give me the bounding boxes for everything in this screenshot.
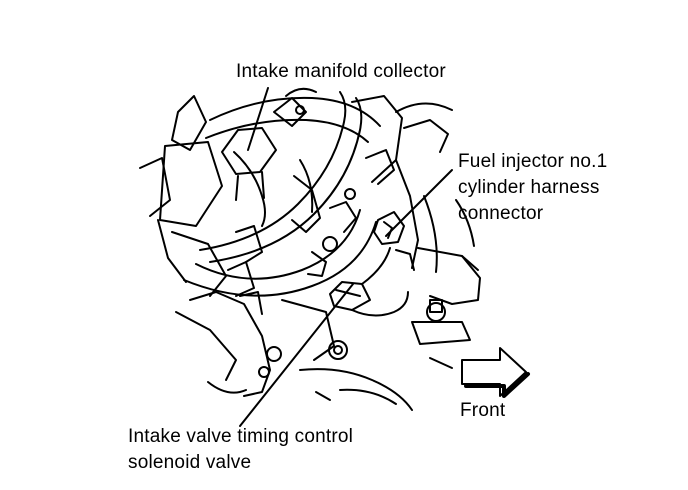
- label-fuel-injector-line-3: connector: [458, 203, 544, 224]
- leader-injector: [385, 169, 453, 237]
- label-fuel-injector-line-2: cylinder harness: [458, 177, 600, 198]
- label-ivtc-line-1: Intake valve timing control: [128, 426, 354, 447]
- leader-ivtc: [239, 283, 354, 427]
- engine-linework: [139, 87, 481, 411]
- leader-collector: [247, 87, 269, 151]
- label-ivtc-line-2: solenoid valve: [128, 452, 252, 473]
- label-front: Front: [460, 400, 506, 421]
- label-fuel-injector-connector: Fuel injector no.1 cylinder harness conn…: [458, 149, 607, 227]
- label-intake-manifold-collector: Intake manifold collector: [236, 61, 446, 82]
- label-fuel-injector-line-1: Fuel injector no.1: [458, 151, 608, 172]
- leader-lines: [239, 87, 453, 427]
- label-intake-valve-timing-solenoid: Intake valve timing control solenoid val…: [128, 424, 353, 476]
- front-arrow-icon: [461, 347, 530, 398]
